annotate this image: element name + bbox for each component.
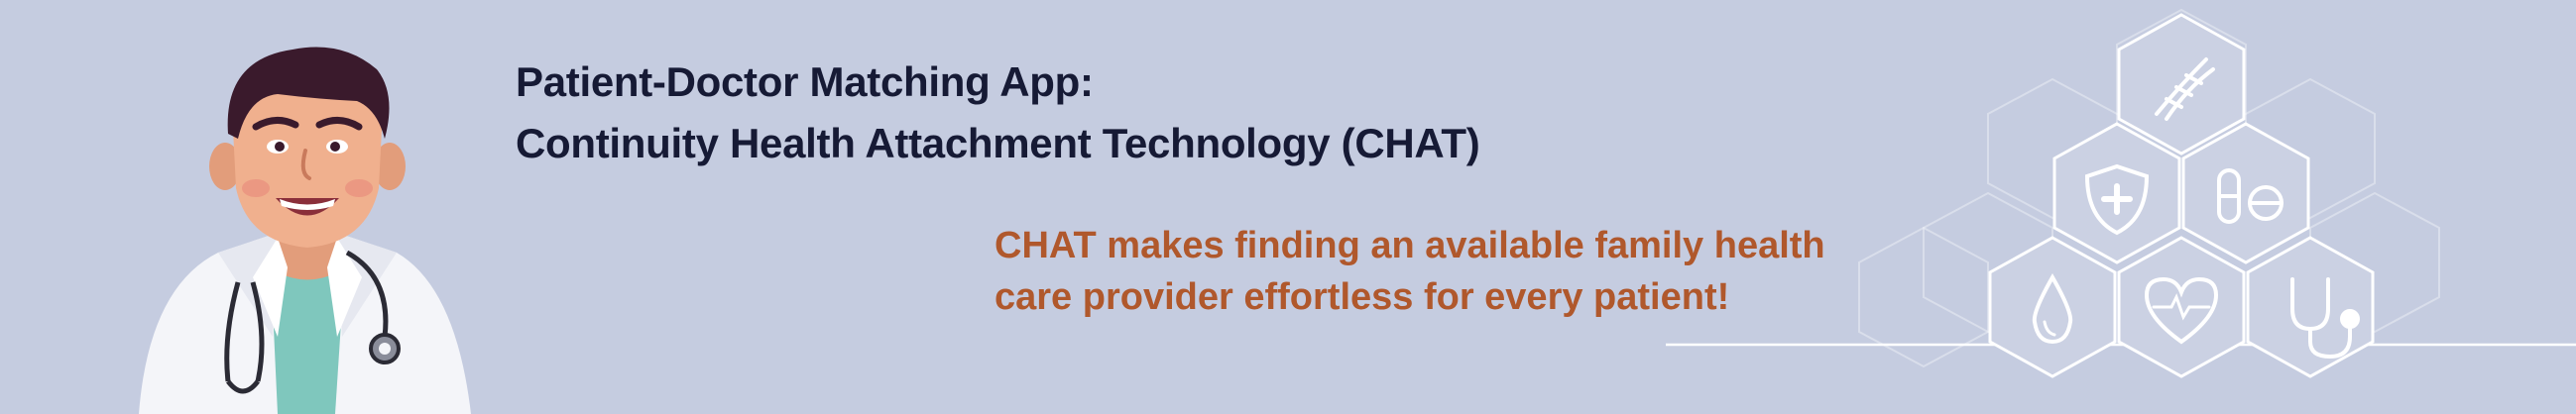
hexagon-icon-cluster	[1666, 8, 2576, 378]
drop-icon	[2032, 272, 2073, 345]
title-line-2: Continuity Health Attachment Technology …	[516, 120, 1480, 166]
heart-pulse-icon	[2144, 276, 2219, 345]
shield-cross-icon	[2084, 163, 2150, 236]
hex-drop	[1988, 236, 2117, 378]
hex-pill	[2181, 122, 2310, 264]
tagline: CHAT makes finding an available family h…	[995, 220, 1825, 323]
page-title: Patient-Doctor Matching App: Continuity …	[516, 52, 1480, 174]
tagline-line-1: CHAT makes finding an available family h…	[995, 225, 1825, 266]
doctor-illustration	[139, 47, 471, 414]
dna-icon	[2155, 57, 2215, 121]
tagline-line-2: care provider effortless for every patie…	[995, 276, 1730, 318]
title-line-1: Patient-Doctor Matching App:	[516, 58, 1094, 105]
pill-icon	[2217, 168, 2283, 224]
stethoscope-icon	[2290, 277, 2360, 360]
hex-stethoscope	[2246, 236, 2375, 378]
